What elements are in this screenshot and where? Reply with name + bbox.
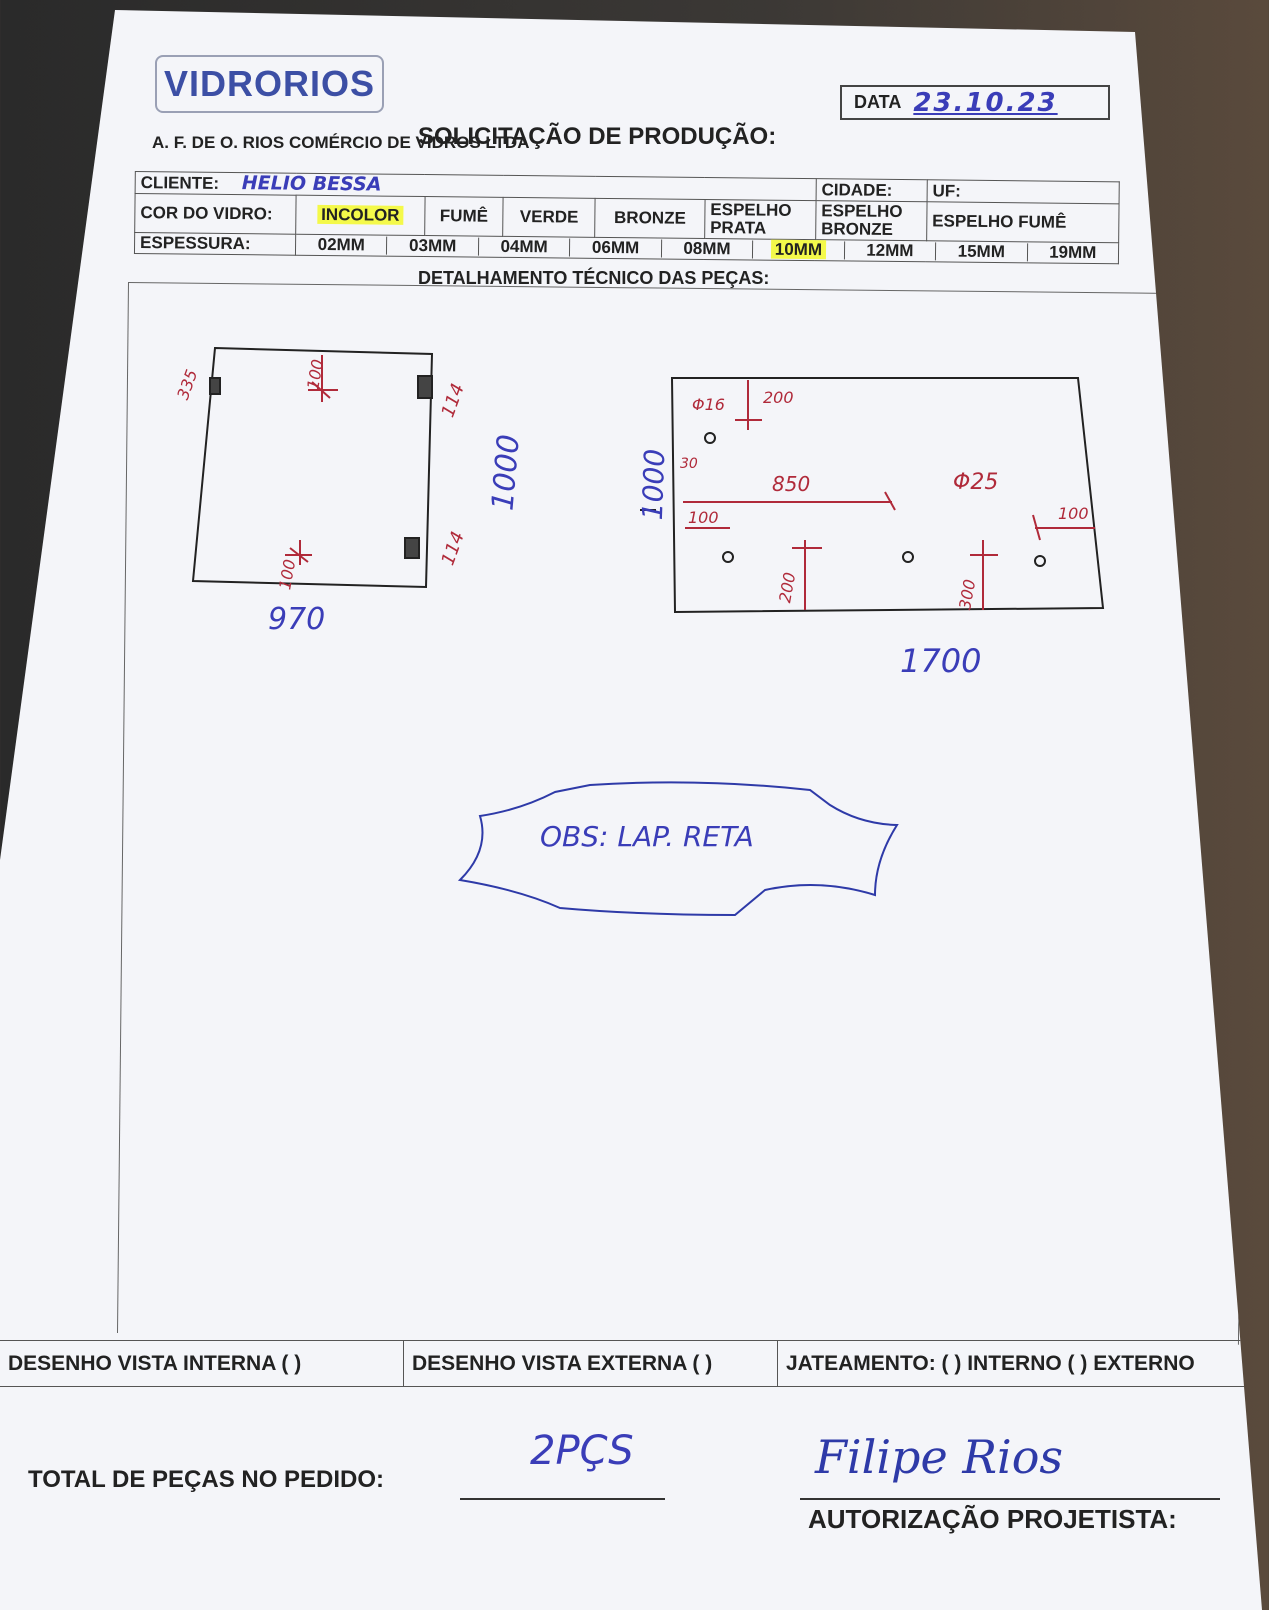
date-value: 23.10.23: [913, 87, 1058, 118]
hole-mark: [308, 355, 338, 402]
dim-line: [735, 380, 762, 430]
dim-line: [683, 491, 896, 511]
total-pieces-label: TOTAL DE PEÇAS NO PEDIDO:: [28, 1466, 385, 1493]
piece1-outline: [191, 346, 434, 589]
designer-authorization-label: AUTORIZAÇÃO PROJETISTA:: [808, 1504, 1177, 1534]
piece1-height: 1000: [485, 432, 527, 513]
internal-view-option: DESENHO VISTA INTERNA ( ): [0, 1341, 404, 1386]
date-label: DATA: [854, 92, 902, 112]
blasting-option: JATEAMENTO: ( ) INTERNO ( ) EXTERNO: [786, 1351, 1195, 1375]
piece2-dim: Φ16: [692, 395, 725, 414]
hole-circle: [704, 432, 716, 444]
piece2-drawing: [640, 377, 1105, 614]
hinge-mark: [209, 377, 221, 395]
hinge-mark: [404, 537, 420, 559]
piece1-width: 970: [268, 602, 326, 637]
date-box: DATA 23.10.23: [840, 85, 1110, 120]
note-cloud: [457, 781, 899, 917]
company-name: A. F. DE O. RIOS COMÉRCIO DE VIDROS LTDA: [152, 133, 530, 152]
piece2-dim: 100: [1058, 504, 1089, 523]
external-view-option: DESENHO VISTA EXTERNA ( ): [404, 1341, 778, 1386]
technical-detail-heading: DETALHAMENTO TÉCNICO DAS PEÇAS:: [418, 268, 770, 288]
dim-line: [792, 540, 822, 610]
piece1-drawing: [191, 346, 434, 589]
note-text: OBS: LAP. RETA: [540, 820, 754, 853]
piece2-dim: 200: [763, 388, 794, 407]
designer-signature: Filipe Rios: [815, 1430, 1063, 1484]
company-logo: VIDRORIOS: [155, 55, 384, 113]
piece2-dim: 850: [772, 472, 811, 496]
total-pieces-line: [460, 1498, 665, 1500]
dim-line: [1032, 514, 1095, 541]
piece2-height: 1000: [635, 448, 672, 521]
hole-circle: [722, 551, 734, 563]
hole-circle: [1034, 555, 1046, 567]
hinge-mark: [417, 375, 433, 399]
total-pieces-value: 2PÇS: [530, 1428, 634, 1474]
drawing-options-row: DESENHO VISTA INTERNA ( ) DESENHO VISTA …: [0, 1340, 1262, 1387]
form-title: SOLICITAÇÃO DE PRODUÇÃO:: [418, 123, 777, 150]
hole-mark: [285, 540, 312, 565]
piece2-outline: [670, 377, 1105, 614]
dim-line: [970, 540, 998, 610]
piece2-width: 1700: [900, 642, 982, 680]
hole-circle: [902, 551, 914, 563]
signature-line: [800, 1498, 1220, 1500]
technical-drawings: [191, 346, 1105, 917]
piece2-dim: 30: [680, 456, 698, 472]
piece2-dim: Φ25: [953, 470, 999, 495]
piece2-dim: 100: [688, 508, 719, 527]
form-sheet: VIDRORIOS DATA 23.10.23 SOLICITAÇÃO DE P…: [0, 10, 1262, 1610]
